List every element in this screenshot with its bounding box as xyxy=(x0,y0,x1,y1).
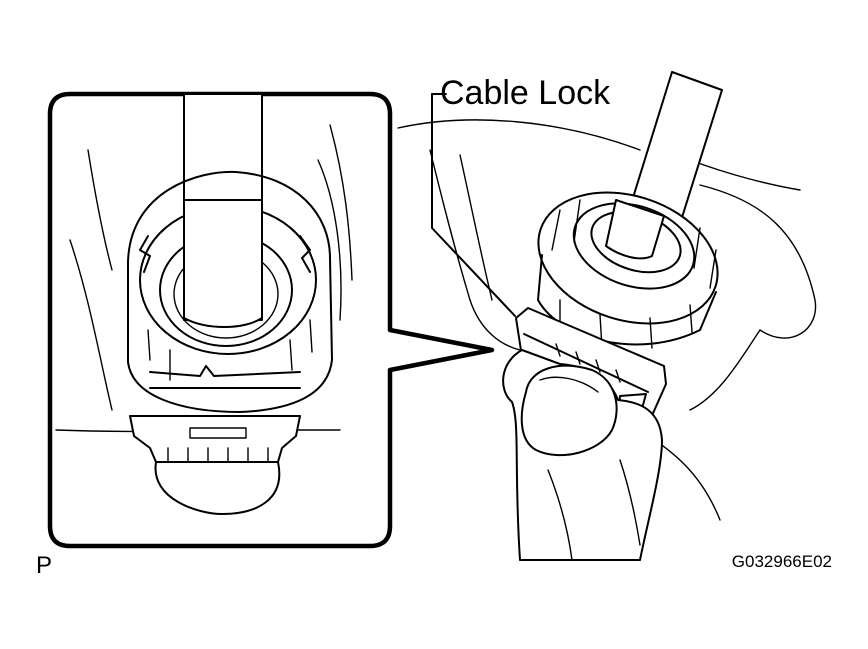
cable-lock-label: Cable Lock xyxy=(440,74,611,112)
cable-collar xyxy=(537,191,719,349)
cable-lock xyxy=(515,307,667,427)
detail-inset xyxy=(47,91,495,549)
thumb xyxy=(502,349,663,561)
inset-frame xyxy=(47,91,495,549)
inset-cable-lock xyxy=(129,415,301,463)
figure-code: G032966E02 xyxy=(732,552,832,571)
inset-collar xyxy=(127,170,333,413)
inset-connector xyxy=(154,461,281,515)
main-view xyxy=(397,71,817,561)
cable-lock-leader xyxy=(431,93,516,317)
corner-mark: P xyxy=(36,552,52,579)
